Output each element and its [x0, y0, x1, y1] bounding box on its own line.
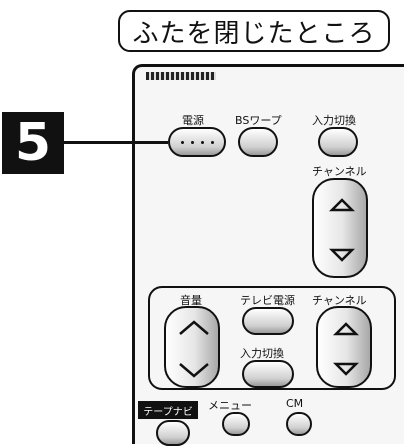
tv-power-button[interactable] — [242, 307, 294, 335]
dot — [200, 140, 204, 144]
power-label: 電源 — [182, 114, 204, 127]
menu-button[interactable] — [222, 412, 250, 436]
dot — [190, 140, 194, 144]
cm-button[interactable] — [286, 412, 312, 436]
volume-rocker[interactable] — [164, 306, 220, 388]
channel-lower-label: チャンネル — [312, 294, 367, 307]
power-button[interactable] — [168, 127, 226, 157]
volume-label: 音量 — [180, 294, 202, 307]
channel-top-label: チャンネル — [312, 165, 367, 178]
brand-logo — [146, 72, 216, 80]
title-box: ふたを閉じたところ — [118, 10, 390, 52]
input-switch-lower-button[interactable] — [242, 360, 294, 388]
page-title: ふたを閉じたところ — [132, 18, 376, 49]
channel-rocker-lower[interactable] — [316, 306, 372, 388]
power-button-dots — [170, 129, 224, 155]
channel-lower-arrows-icon — [332, 322, 360, 376]
dot — [210, 140, 214, 144]
channel-rocker-top[interactable] — [312, 178, 368, 278]
bs-wave-button[interactable] — [238, 127, 278, 157]
bs-wave-label: BSワープ — [235, 114, 282, 127]
menu-label: メニュー — [208, 399, 252, 412]
cm-label: CM — [286, 397, 304, 410]
step-number: 5 — [2, 112, 64, 174]
channel-arrows-icon — [328, 198, 356, 262]
tape-navi-button[interactable] — [156, 420, 190, 446]
volume-arrows-icon — [179, 320, 209, 378]
lower-section-frame — [148, 286, 396, 390]
input-switch-lower-label: 入力切換 — [240, 347, 284, 360]
input-switch-button[interactable] — [318, 127, 358, 157]
leader-line — [64, 141, 168, 144]
input-switch-label: 入力切換 — [312, 114, 356, 127]
dot — [180, 140, 184, 144]
tape-navi-label: テープナビ — [138, 401, 198, 419]
tv-power-label: テレビ電源 — [240, 294, 295, 307]
